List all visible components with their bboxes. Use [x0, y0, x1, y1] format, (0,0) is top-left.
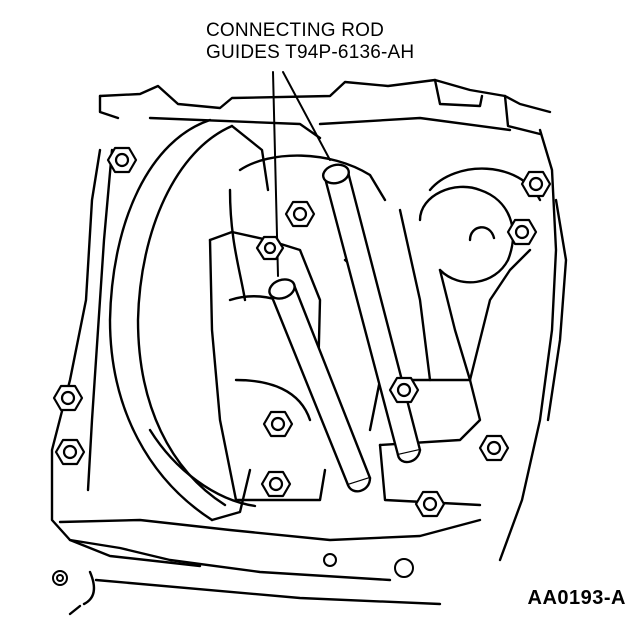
bolt — [478, 434, 510, 462]
bolt — [388, 376, 420, 404]
bolt — [260, 470, 292, 498]
block-top-outline — [98, 78, 552, 140]
crankcase-outline — [50, 128, 568, 582]
rod-cap — [208, 154, 387, 502]
crank-counterweight — [108, 118, 270, 522]
bolt — [255, 235, 285, 261]
callout-line-1: CONNECTING ROD — [206, 20, 385, 41]
bolts — [52, 146, 552, 518]
bolt — [414, 490, 446, 518]
bolt — [52, 384, 84, 412]
bolt — [284, 200, 316, 228]
bolt — [506, 218, 538, 246]
figure-id: AA0193-A — [527, 587, 626, 609]
bolt — [262, 410, 294, 438]
bolt — [520, 170, 552, 198]
bolt — [54, 438, 86, 466]
oil-pan-rail — [68, 570, 442, 616]
bolt — [106, 146, 138, 174]
connecting-rod-guide-2 — [268, 278, 372, 493]
washers — [52, 553, 414, 586]
callout-line-2: GUIDES T94P-6136-AH — [206, 42, 415, 63]
callout-label: CONNECTING ROD GUIDES T94P-6136-AH — [206, 20, 414, 64]
